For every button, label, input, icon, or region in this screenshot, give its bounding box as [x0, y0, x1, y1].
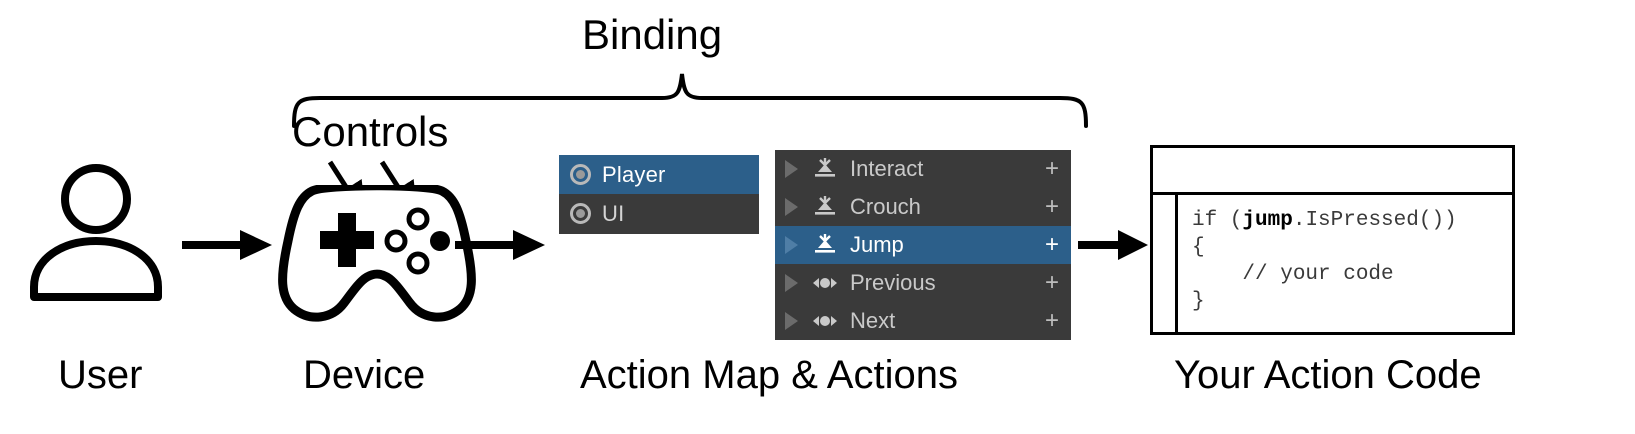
code-gutter	[1153, 195, 1178, 332]
action-label: Jump	[850, 232, 904, 257]
axis-action-icon	[812, 271, 838, 295]
caption-action-map: Action Map & Actions	[580, 353, 958, 397]
action-row-next[interactable]: Next +	[775, 302, 1071, 340]
button-action-icon	[812, 233, 838, 257]
curly-brace-icon	[292, 73, 1088, 128]
action-label: Crouch	[850, 194, 921, 219]
caption-device: Device	[303, 353, 426, 397]
foldout-triangle-icon[interactable]	[785, 160, 798, 178]
action-label: Previous	[850, 270, 936, 295]
foldout-triangle-icon[interactable]	[785, 274, 798, 292]
user-silhouette-icon	[30, 164, 162, 301]
gamepad-icon	[278, 185, 476, 322]
arrow-right-icon	[182, 230, 272, 260]
arrow-right-icon	[1078, 230, 1148, 260]
axis-action-icon	[812, 309, 838, 333]
code-window-titlebar	[1153, 148, 1512, 195]
action-row-interact[interactable]: Interact +	[775, 150, 1071, 188]
caption-user: User	[58, 353, 143, 397]
code-text[interactable]: if (jump.IsPressed()) { // your code }	[1192, 209, 1457, 313]
add-binding-button[interactable]: +	[1044, 193, 1059, 220]
action-map-list[interactable]: Player UI	[559, 155, 759, 234]
arrow-right-icon	[455, 230, 545, 260]
add-binding-button[interactable]: +	[1044, 231, 1059, 258]
code-window-body: if (jump.IsPressed()) { // your code }	[1153, 195, 1512, 332]
action-map-row-ui[interactable]: UI	[559, 194, 759, 233]
code-window: if (jump.IsPressed()) { // your code }	[1150, 145, 1515, 335]
action-map-label: Player	[602, 161, 666, 187]
add-binding-button[interactable]: +	[1044, 269, 1059, 296]
foldout-triangle-icon[interactable]	[785, 312, 798, 330]
controls-label: Controls	[292, 108, 449, 155]
binding-label: Binding	[582, 11, 723, 58]
actions-list[interactable]: Interact + Crouch +	[775, 150, 1071, 340]
add-binding-button[interactable]: +	[1044, 307, 1059, 334]
action-label: Next	[850, 308, 896, 333]
action-row-crouch[interactable]: Crouch +	[775, 188, 1071, 226]
action-map-row-player[interactable]: Player	[559, 155, 759, 194]
action-map-label: UI	[602, 200, 625, 226]
button-action-icon	[812, 195, 838, 219]
foldout-triangle-icon[interactable]	[785, 236, 798, 254]
action-map-ring-icon	[570, 164, 591, 185]
caption-your-action-code: Your Action Code	[1174, 353, 1482, 397]
action-map-ring-icon	[570, 203, 591, 224]
button-action-icon	[812, 157, 838, 181]
action-label: Interact	[850, 156, 924, 181]
action-row-previous[interactable]: Previous +	[775, 264, 1071, 302]
add-binding-button[interactable]: +	[1044, 155, 1059, 182]
action-row-jump[interactable]: Jump +	[775, 226, 1071, 264]
foldout-triangle-icon[interactable]	[785, 198, 798, 216]
